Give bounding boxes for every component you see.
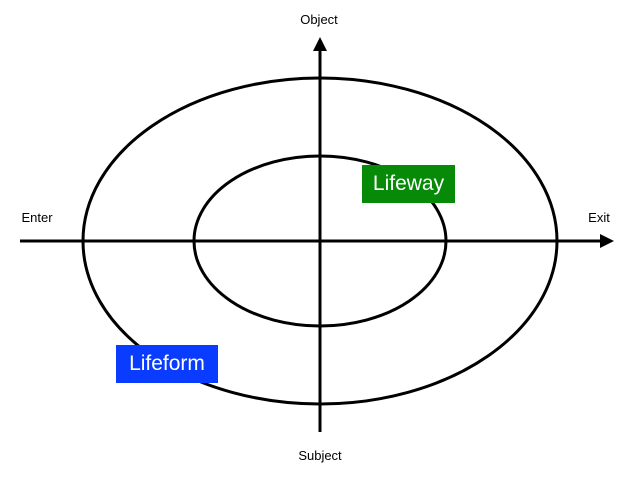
right-arrowhead-icon (600, 234, 614, 248)
axis-label-subject: Subject (298, 448, 342, 463)
axis-label-object: Object (300, 12, 338, 27)
lifeform-label: Lifeform (116, 345, 218, 383)
axis-label-exit: Exit (588, 210, 610, 225)
axis-label-enter: Enter (21, 210, 53, 225)
up-arrowhead-icon (313, 37, 327, 51)
lifeway-label: Lifeway (362, 165, 455, 203)
